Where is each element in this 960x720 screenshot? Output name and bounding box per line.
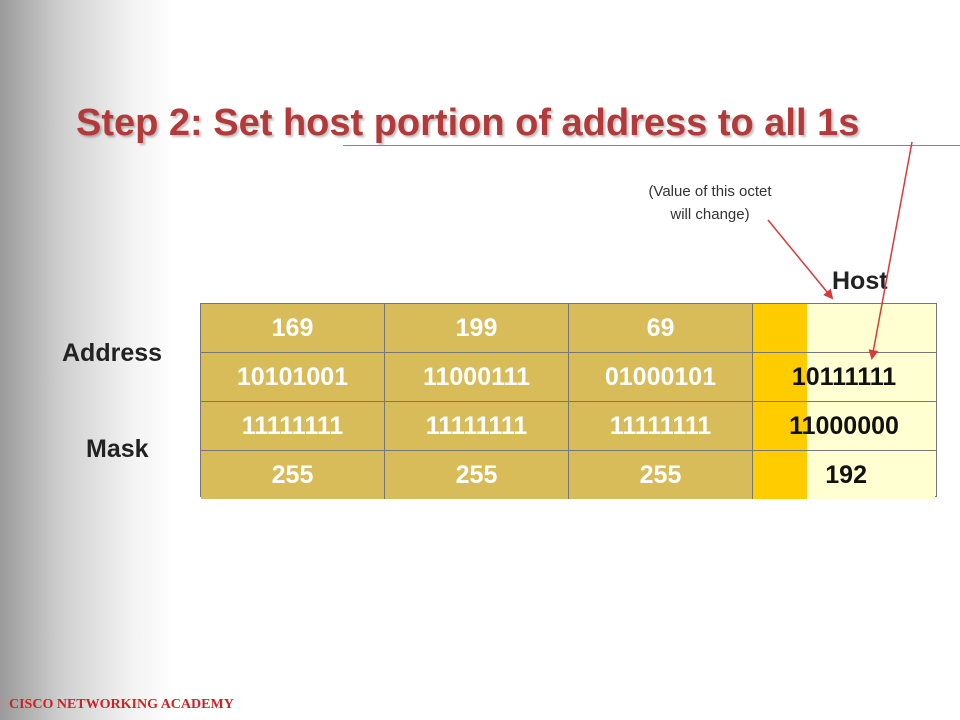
slide-title: Step 2: Set host portion of address to a… bbox=[76, 102, 860, 144]
address-label: Address bbox=[62, 339, 163, 367]
table-row-address-decimal: 169 199 69 bbox=[201, 304, 936, 353]
table-cell: 11000111 bbox=[385, 353, 569, 401]
host-octet-cell: 192 bbox=[753, 451, 935, 499]
table-cell: 255 bbox=[201, 451, 385, 499]
table-row-address-binary: 10101001 11000111 01000101 10111111 bbox=[201, 353, 936, 402]
table-row-mask-decimal: 255 255 255 192 bbox=[201, 451, 936, 499]
table-cell: 11111111 bbox=[385, 402, 569, 450]
host-label: Host bbox=[832, 267, 888, 295]
annotation-line-2: will change) bbox=[670, 206, 750, 223]
mask-label: Mask bbox=[86, 435, 149, 463]
host-octet-cell bbox=[753, 304, 935, 352]
host-octet-cell: 11000000 bbox=[753, 402, 935, 450]
annotation-line-1: (Value of this octet bbox=[648, 183, 772, 200]
table-cell: 255 bbox=[385, 451, 569, 499]
table-cell: 10101001 bbox=[201, 353, 385, 401]
left-gradient-band bbox=[0, 0, 175, 720]
table-cell: 255 bbox=[569, 451, 753, 499]
arrow-to-host-label bbox=[767, 219, 834, 300]
host-octet-cell: 10111111 bbox=[753, 353, 935, 401]
address-mask-table: 169 199 69 10101001 11000111 01000101 10… bbox=[200, 303, 937, 499]
table-cell: 11111111 bbox=[201, 402, 385, 450]
title-underline bbox=[343, 145, 960, 146]
table-cell: 199 bbox=[385, 304, 569, 352]
footer-branding: CISCO NETWORKING ACADEMY bbox=[9, 697, 234, 712]
table-cell: 11111111 bbox=[569, 402, 753, 450]
table-row-mask-binary: 11111111 11111111 11111111 11000000 bbox=[201, 402, 936, 451]
table-cell: 169 bbox=[201, 304, 385, 352]
table-cell: 69 bbox=[569, 304, 753, 352]
annotation-note: (Value of this octet will change) bbox=[610, 180, 810, 226]
table-cell: 01000101 bbox=[569, 353, 753, 401]
